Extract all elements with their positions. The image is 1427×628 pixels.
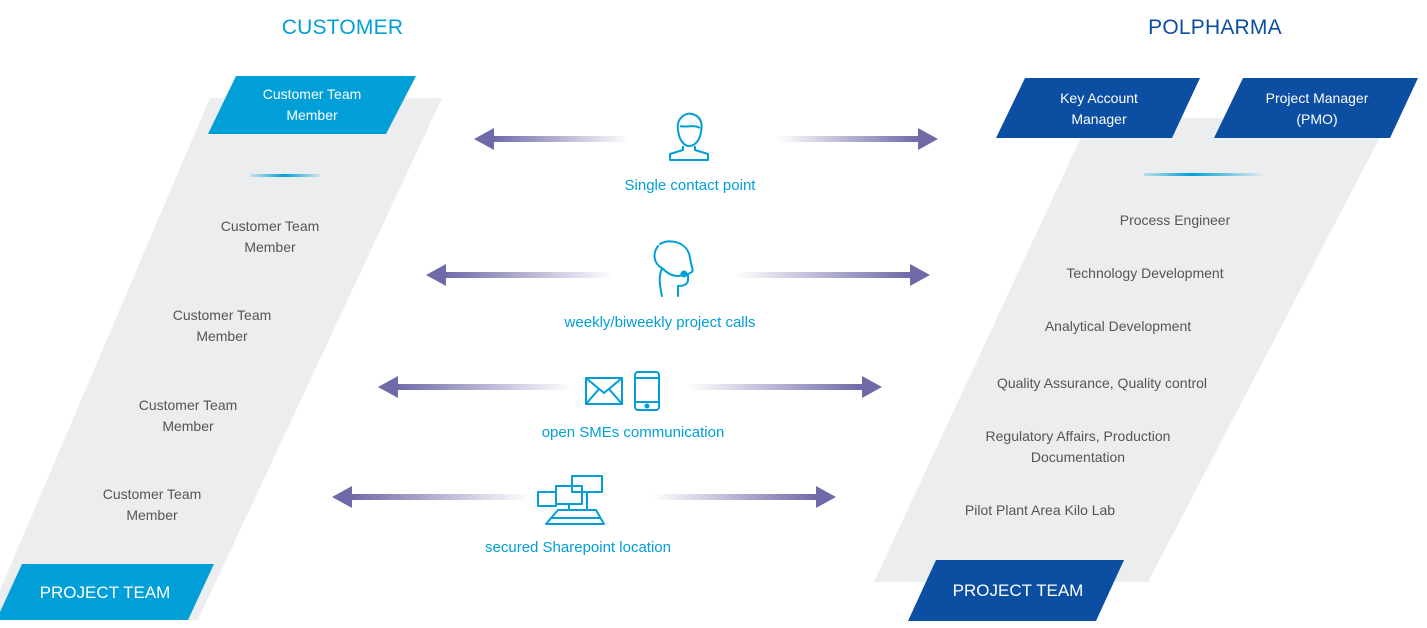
customer-top-box-label: Customer Team Member [262,86,362,123]
network-computer-icon [537,475,605,525]
customer-separator [250,174,320,177]
caption-sme-communication: open SMEs communication [541,424,725,441]
customer-member-4: Customer Team Member [102,486,202,523]
customer-panel [0,98,442,620]
arrow-left-2 [426,264,614,286]
role-quality-assurance: Quality Assurance, Quality control [996,375,1208,391]
role-analytical-development: Analytical Development [1044,318,1192,334]
polpharma-footer-box [908,560,1124,621]
arrow-left-3 [378,376,572,398]
role-regulatory-affairs: Regulatory Affairs, Production Documenta… [985,428,1171,465]
caption-sharepoint-location: secured Sharepoint location [485,539,671,556]
arrow-right-3 [688,376,882,398]
polpharma-project-team-label: PROJECT TEAM [952,580,1084,600]
customer-project-team-label: PROJECT TEAM [39,582,171,602]
user-icon [669,112,709,161]
key-account-manager-label: Key Account Manager [1060,90,1138,127]
arrow-right-2 [734,264,930,286]
polpharma-panel [874,118,1390,582]
polpharma-separator [1144,173,1262,176]
role-process-engineer: Process Engineer [1119,212,1231,228]
arrow-left-1 [474,128,630,150]
headset-icon [653,240,694,297]
arrow-right-1 [776,128,938,150]
customer-top-box [208,76,416,134]
mail-icon [585,377,623,405]
caption-single-contact-point: Single contact point [624,177,756,194]
role-technology-development: Technology Development [1066,265,1224,281]
customer-heading: CUSTOMER [281,16,404,39]
customer-footer-box [0,564,214,620]
arrow-right-4 [652,486,836,508]
customer-member-3: Customer Team Member [138,397,238,434]
arrows [332,128,938,508]
mobile-phone-icon [634,371,660,411]
role-pilot-plant: Pilot Plant Area Kilo Lab [964,502,1116,518]
caption-project-calls: weekly/biweekly project calls [564,314,756,331]
polpharma-heading: POLPHARMA [1148,16,1282,39]
key-account-box [996,78,1200,138]
project-manager-box [1214,78,1418,138]
customer-member-2: Customer Team Member [172,307,272,344]
arrow-left-4 [332,486,530,508]
customer-member-1: Customer Team Member [220,218,320,255]
project-manager-label: Project Manager (PMO) [1265,90,1369,127]
